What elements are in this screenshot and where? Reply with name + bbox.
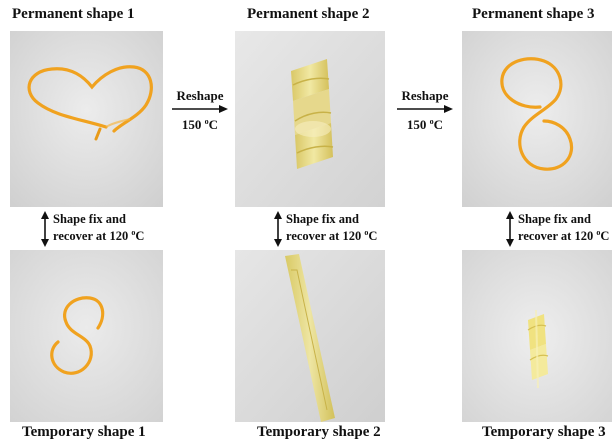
photo-permanent-shape-3 [462,31,612,207]
fix-arrow-1 [40,211,50,247]
fix-label-3-line1: Shape fix and [518,212,609,226]
photo-temporary-shape-2 [235,250,385,422]
reshape-arrow-2 [397,104,453,114]
photo-temporary-shape-3 [462,250,612,422]
title-temporary-shape-2: Temporary shape 2 [257,424,381,441]
fix-label-1-line2: recover at 120 oC [53,226,144,243]
reshape-label-1: Reshape [172,88,228,104]
fix-label-2-line2: recover at 120 oC [286,226,377,243]
photo-permanent-shape-2 [235,31,385,207]
reshape-temp-2: 150 oC [397,117,453,133]
fix-label-3-line2: recover at 120 oC [518,226,609,243]
fix-label-1: Shape fix and recover at 120 oC [53,212,144,243]
fix-label-3: Shape fix and recover at 120 oC [518,212,609,243]
title-temporary-shape-3: Temporary shape 3 [482,424,606,441]
reshape-label-2: Reshape [397,88,453,104]
fix-arrow-3 [505,211,515,247]
title-permanent-shape-2: Permanent shape 2 [247,6,370,23]
reshape-temp-1: 150 oC [172,117,228,133]
title-temporary-shape-1: Temporary shape 1 [22,424,146,441]
fix-label-2-line1: Shape fix and [286,212,377,226]
photo-permanent-shape-1 [10,31,163,207]
photo-temporary-shape-1 [10,250,163,422]
reshape-arrow-1 [172,104,228,114]
fix-arrow-2 [273,211,283,247]
fix-label-1-line1: Shape fix and [53,212,144,226]
title-permanent-shape-3: Permanent shape 3 [472,6,595,23]
fix-label-2: Shape fix and recover at 120 oC [286,212,377,243]
title-permanent-shape-1: Permanent shape 1 [12,6,135,23]
